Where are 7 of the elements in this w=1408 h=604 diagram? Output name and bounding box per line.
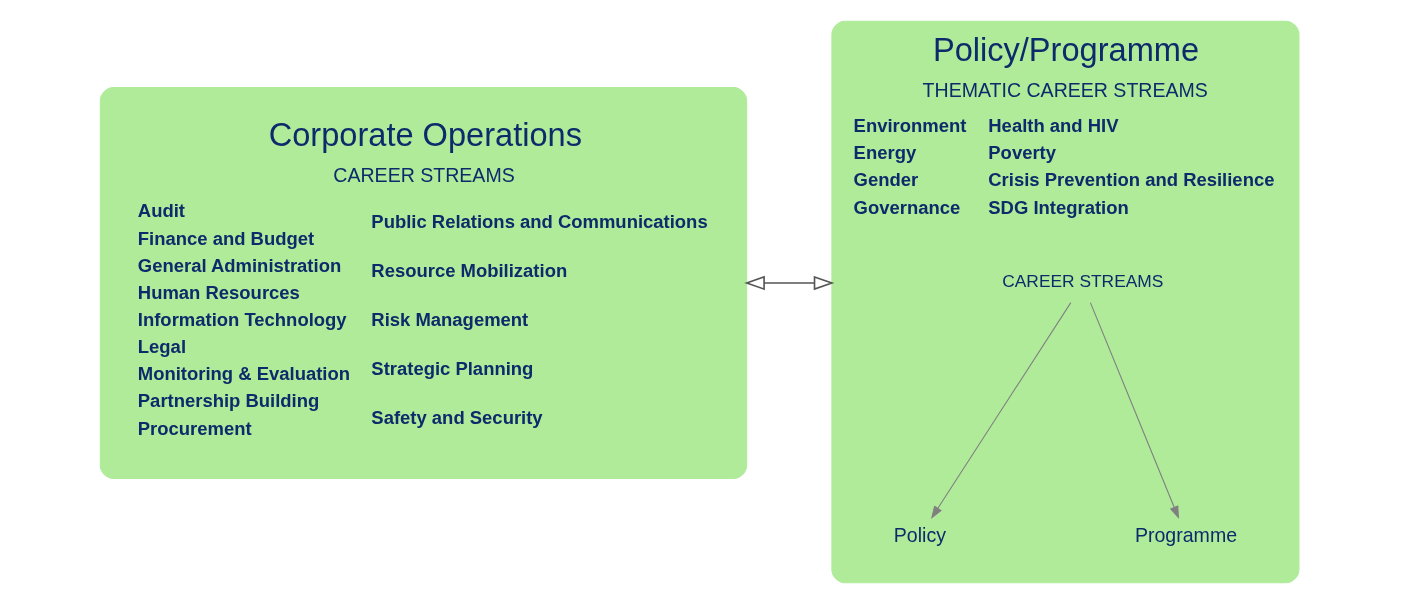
arrow <box>1089 302 1180 520</box>
node-text: Programme <box>1134 523 1238 546</box>
node-text: CAREER STREAMS <box>1002 271 1164 292</box>
arrow <box>931 302 1072 519</box>
node-text: Policy <box>893 523 946 546</box>
arrow <box>744 275 835 291</box>
node-box: Corporate Operations CAREER STREAMS Audit Finance and Budget General Administration Human Resources Information Technology Legal Monitoring & Evaluation Partnership Building Procurement Public Relations and Communications Resource Mobilization Risk Management Strategic Planning Safety and Security <box>99 86 748 480</box>
